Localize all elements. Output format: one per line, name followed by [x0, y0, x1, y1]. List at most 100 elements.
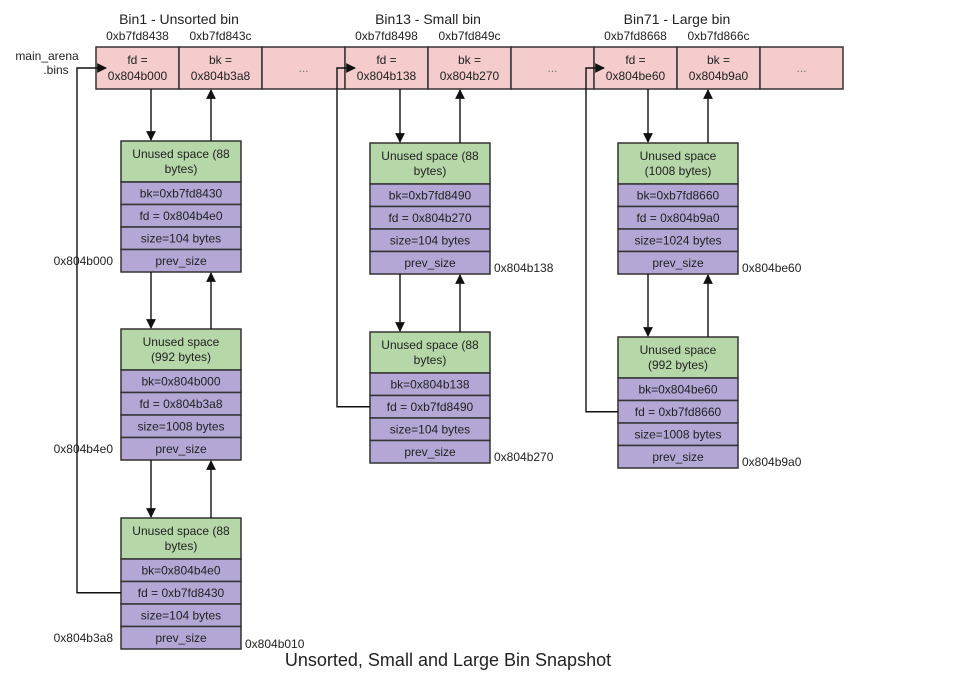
bin-bk-cell — [676, 46, 761, 90]
bin-fd-label: fd = — [127, 53, 147, 67]
prev-size-field-text: prev_size — [404, 256, 456, 270]
prev-size-field — [369, 250, 491, 275]
bin-ellipsis: ... — [547, 61, 557, 75]
fd-field-text: fd = 0x804b9a0 — [636, 211, 719, 225]
chunk-end-address: 0x804b010 — [245, 637, 305, 651]
chunk: Unused space(992 bytes) bk=0x804be60 fd = … — [617, 336, 802, 469]
size-field-text: size=104 bytes — [390, 234, 470, 248]
prev-size-field-text: prev_size — [155, 254, 207, 268]
arena-label-line1: main_arena — [15, 49, 79, 63]
prev-size-field — [120, 436, 242, 461]
size-field-text: size=104 bytes — [141, 232, 221, 246]
bin-bk-label: bk = — [458, 53, 481, 67]
unused-space-label: (1008 bytes) — [645, 164, 712, 178]
bk-field-text: bk=0xb7fd8430 — [140, 187, 223, 201]
size-field-text: size=1024 bytes — [634, 234, 721, 248]
fd-field-text: fd = 0x804b4e0 — [139, 209, 222, 223]
loop-back-arrow — [585, 63, 618, 413]
prev-size-field — [369, 439, 491, 464]
bin-ellipsis-cell — [759, 46, 844, 90]
unused-space-field — [120, 140, 242, 183]
bin-bk-cell — [427, 46, 512, 90]
size-field-text: size=1008 bytes — [137, 420, 224, 434]
bk-field-text: bk=0xb7fd8660 — [637, 189, 720, 203]
size-field-text: size=104 bytes — [390, 423, 470, 437]
unused-space-label: bytes) — [414, 353, 447, 367]
unused-space-field — [120, 517, 242, 560]
bk-slot-address: 0xb7fd849c — [438, 29, 500, 43]
bin-bk-value: 0x804b270 — [440, 69, 500, 83]
fd-field-text: fd = 0x804b3a8 — [139, 397, 222, 411]
unused-space-field — [617, 142, 739, 185]
bin-title: Bin1 - Unsorted bin — [119, 11, 239, 27]
unused-space-label: Unused space — [640, 149, 717, 163]
bin-bk-label: bk = — [209, 53, 232, 67]
prev-size-field — [120, 625, 242, 650]
fd-field-text: fd = 0xb7fd8660 — [635, 405, 722, 419]
prev-size-field — [120, 248, 242, 273]
unused-space-field — [617, 336, 739, 379]
main-arena-bins-row: Bin1 - Unsorted bin 0xb7fd8438 0xb7fd843c f… — [95, 11, 844, 90]
bk-field-text: bk=0x804b000 — [141, 375, 220, 389]
bin-ellipsis-cell — [510, 46, 595, 90]
links-layer — [76, 63, 713, 594]
bin-bk-label: bk = — [707, 53, 730, 67]
prev-size-field-text: prev_size — [404, 445, 456, 459]
bin-title: Bin13 - Small bin — [375, 11, 481, 27]
bk-field-text: bk=0x804b4e0 — [141, 564, 220, 578]
chunk-address: 0x804b000 — [54, 254, 114, 268]
bin-ellipsis-cell — [261, 46, 346, 90]
chunk-address: 0x804b9a0 — [742, 455, 802, 469]
chunk-address: 0x804b3a8 — [54, 631, 114, 645]
bin-fd-value: 0x804be60 — [606, 69, 666, 83]
unused-space-label: Unused space — [143, 335, 220, 349]
unused-space-label: Unused space (88 — [381, 338, 479, 352]
unused-space-label: bytes) — [165, 162, 198, 176]
unused-space-label: bytes) — [165, 539, 198, 553]
unused-space-label: (992 bytes) — [151, 350, 211, 364]
fd-field-text: fd = 0x804b270 — [388, 211, 471, 225]
unused-space-label: bytes) — [414, 164, 447, 178]
bk-field-text: bk=0x804b138 — [390, 378, 469, 392]
prev-size-field — [617, 250, 739, 275]
size-field-text: size=1008 bytes — [634, 428, 721, 442]
bk-slot-address: 0xb7fd866c — [687, 29, 749, 43]
loop-back-arrow — [76, 63, 121, 594]
bin-ellipsis: ... — [298, 61, 308, 75]
unused-space-label: Unused space (88 — [132, 147, 230, 161]
bin-title: Bin71 - Large bin — [624, 11, 731, 27]
bk-field-text: bk=0x804be60 — [638, 383, 717, 397]
chunk: Unused space(1008 bytes) bk=0xb7fd8660 fd … — [617, 142, 802, 275]
prev-size-field-text: prev_size — [155, 631, 207, 645]
bk-slot-address: 0xb7fd843c — [189, 29, 251, 43]
arena-label-line2: .bins — [43, 63, 68, 77]
fd-slot-address: 0xb7fd8438 — [106, 29, 169, 43]
unused-space-label: Unused space (88 — [381, 149, 479, 163]
chunk-address: 0x804b4e0 — [54, 442, 114, 456]
chunk-address: 0x804b270 — [494, 450, 554, 464]
bin-bk-value: 0x804b3a8 — [191, 69, 251, 83]
prev-size-field — [617, 444, 739, 469]
fd-field-text: fd = 0xb7fd8430 — [138, 586, 225, 600]
chunk-address: 0x804b138 — [494, 261, 554, 275]
prev-size-field-text: prev_size — [652, 450, 704, 464]
chunk: Unused space(992 bytes) bk=0x804b000 fd = … — [54, 328, 242, 461]
unused-space-label: (992 bytes) — [648, 358, 708, 372]
prev-size-field-text: prev_size — [155, 442, 207, 456]
bin-ellipsis: ... — [796, 61, 806, 75]
bin-fd-cell — [593, 46, 678, 90]
diagram-caption: Unsorted, Small and Large Bin Snapshot — [285, 650, 611, 670]
fd-slot-address: 0xb7fd8498 — [355, 29, 418, 43]
bin-fd-label: fd = — [625, 53, 645, 67]
prev-size-field-text: prev_size — [652, 256, 704, 270]
unused-space-label: Unused space — [640, 343, 717, 357]
unused-space-label: Unused space (88 — [132, 524, 230, 538]
fd-field-text: fd = 0xb7fd8490 — [387, 400, 474, 414]
bin-fd-value: 0x804b000 — [108, 69, 168, 83]
